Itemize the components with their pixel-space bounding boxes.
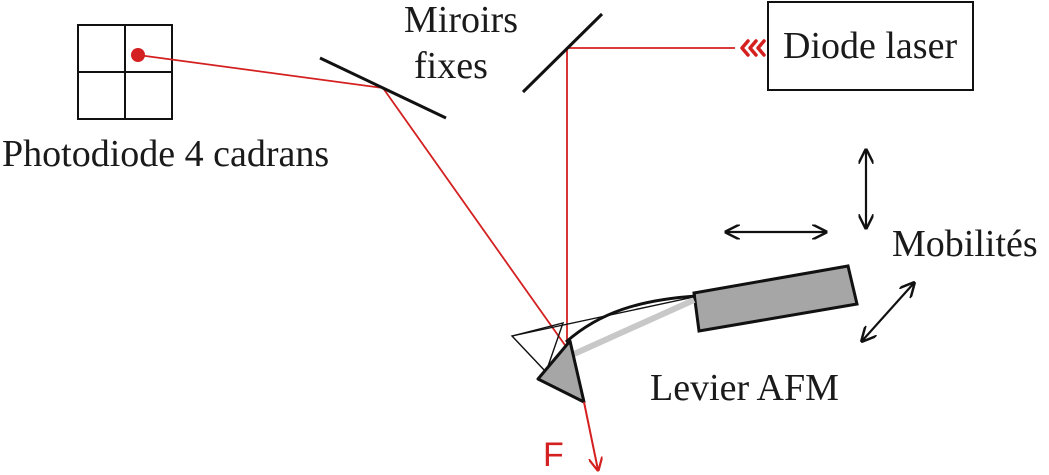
- beam-tip-to-mirror: [382, 87, 568, 349]
- cantilever-holder: [692, 264, 859, 333]
- afm-tip: [536, 339, 586, 404]
- mirror-left: [319, 56, 447, 120]
- label-mirrors-line1: Miroirs: [404, 0, 518, 41]
- label-force: F: [543, 436, 564, 474]
- mirror-right: [521, 12, 604, 94]
- label-mobility: Mobilités: [892, 223, 1038, 265]
- laser-diode-box: [767, 1, 974, 91]
- label-laser-diode: Diode laser: [783, 25, 957, 67]
- beam-mirror-to-photodiode: [137, 54, 384, 89]
- cantilever-deflected: [565, 294, 697, 344]
- diagonal-double-arrow-icon: [862, 283, 914, 341]
- laser-beam: [137, 47, 735, 349]
- label-mirrors-line2: fixes: [414, 45, 488, 87]
- laser-emitter-icon: [740, 39, 766, 57]
- label-cantilever: Levier AFM: [650, 367, 839, 409]
- photodiode: [77, 24, 173, 120]
- label-photodiode: Photodiode 4 cadrans: [2, 133, 329, 175]
- force-arrow-icon: [583, 401, 598, 470]
